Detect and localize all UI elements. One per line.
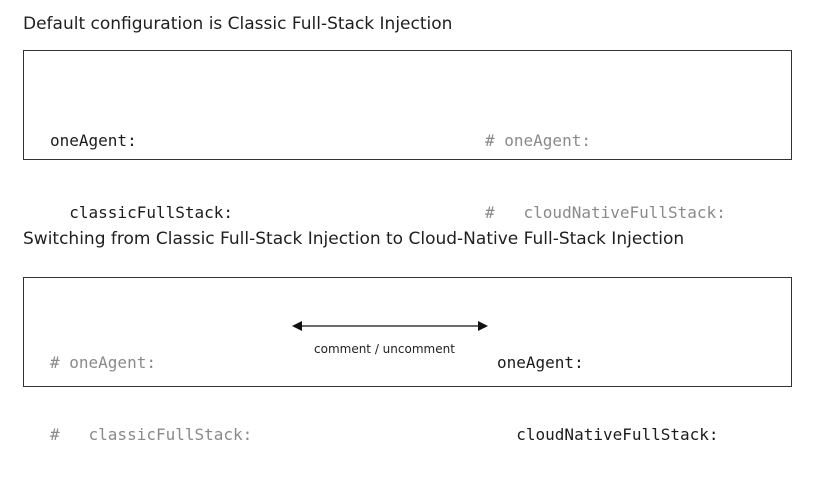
code-line: oneAgent: xyxy=(50,131,137,150)
code-line: classicFullStack: xyxy=(50,203,234,222)
section2-heading: Switching from Classic Full-Stack Inject… xyxy=(23,229,685,249)
classic-config-commented: # oneAgent: # classicFullStack: xyxy=(50,303,252,495)
arrow-caption: comment / uncomment xyxy=(314,342,455,356)
code-line: oneAgent: xyxy=(497,353,584,372)
code-line: # classicFullStack: xyxy=(50,425,253,444)
double-arrow-icon xyxy=(292,321,488,331)
code-line: # oneAgent: xyxy=(485,131,591,150)
classic-config-active: oneAgent: classicFullStack: xyxy=(50,81,233,273)
code-line: # oneAgent: xyxy=(50,353,156,372)
cloudnative-config-active: oneAgent: cloudNativeFullStack: xyxy=(497,303,719,495)
code-line: cloudNativeFullStack: xyxy=(497,425,719,444)
switch-config-box: # oneAgent: # classicFullStack: comment … xyxy=(23,277,792,444)
cloudnative-config-commented: # oneAgent: # cloudNativeFullStack: xyxy=(485,81,726,273)
section1-heading: Default configuration is Classic Full-St… xyxy=(23,14,453,34)
default-config-box: oneAgent: classicFullStack: # oneAgent: … xyxy=(23,50,792,222)
code-line: # cloudNativeFullStack: xyxy=(485,203,726,222)
